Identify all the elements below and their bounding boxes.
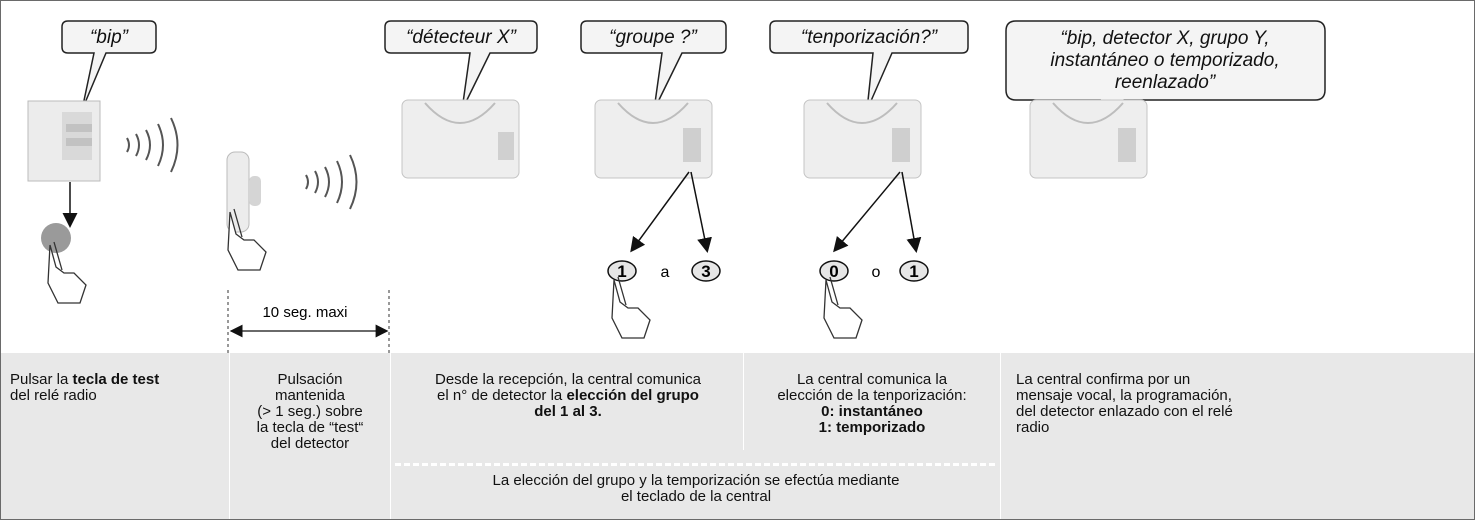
step-4-text: La central comunica la elección de la te… [777, 371, 967, 436]
key-group-to: 3 [691, 260, 721, 282]
bubble-bip-text: “bip” [90, 27, 130, 48]
hand-press-icon [47, 241, 87, 304]
speech-bubble-bip: “bip” [61, 20, 157, 111]
shared-keypad-note: La elección del grupo y la temporización… [492, 472, 900, 505]
step-2-text: Pulsación mantenida (> 1 seg.) sobre la … [256, 371, 364, 452]
test-button-icon [41, 223, 71, 253]
bubble-final-line2: instantáneo o temporizado, [1050, 50, 1279, 71]
detector-device [226, 151, 261, 233]
central-unit [1029, 99, 1148, 179]
hand-press-icon [227, 208, 267, 271]
step-5-text: La central confirma por un mensaje vocal… [1016, 371, 1233, 436]
timing-label: 10 seg. maxi [262, 304, 347, 321]
arrow-to-key [630, 171, 690, 253]
key-delay-a: 0 [819, 260, 849, 282]
key-conjunction: a [661, 264, 670, 281]
column-divider [229, 353, 230, 519]
column-divider [1000, 353, 1001, 519]
arrow-to-key [833, 171, 901, 253]
svg-text:0: 0 [829, 262, 838, 281]
hand-press-icon [823, 276, 863, 339]
central-unit [401, 99, 520, 179]
radio-relay-device [27, 100, 101, 253]
key-delay-b: 1 [899, 260, 929, 282]
bubble-final-line1: “bip, detector X, grupo Y, [1060, 28, 1269, 49]
description-panel [1, 353, 1474, 519]
central-unit [594, 99, 713, 179]
dashed-separator [395, 463, 995, 466]
bubble-final-line3: reenlazado” [1115, 72, 1217, 93]
speech-bubble-groupe: “groupe ?” [580, 20, 727, 111]
central-unit [803, 99, 922, 179]
bubble-groupe-text: “groupe ?” [609, 27, 698, 48]
radio-waves-icon [126, 117, 179, 173]
bubble-temporizacion-text: “tenporización?” [801, 27, 939, 48]
step-3-text: Desde la recepción, la central comunica … [435, 371, 701, 420]
hand-press-icon [611, 276, 651, 339]
key-conjunction: o [872, 264, 881, 281]
bubble-detecteur-text: “détecteur X” [406, 27, 517, 48]
svg-text:1: 1 [909, 262, 918, 281]
arrow-to-key [690, 171, 712, 253]
svg-text:3: 3 [701, 262, 710, 281]
arrow-to-key [901, 171, 922, 253]
timing-dimension: 10 seg. maxi [227, 290, 390, 353]
column-divider [390, 353, 391, 519]
column-divider [743, 353, 744, 450]
radio-waves-icon [305, 154, 358, 210]
step-1-text: Pulsar la tecla de test del relé radio [10, 371, 160, 404]
key-group-from: 1 [607, 260, 637, 282]
svg-text:1: 1 [617, 262, 626, 281]
speech-bubble-detecteur: “détecteur X” [384, 20, 538, 111]
illustration-area: “bip” “détecteur X” “groupe ?” “tenporiz… [27, 20, 1326, 353]
speech-bubble-final: “bip, detector X, grupo Y, instantáneo o… [1005, 20, 1326, 127]
speech-bubble-temporizacion: “tenporización?” [769, 20, 969, 111]
